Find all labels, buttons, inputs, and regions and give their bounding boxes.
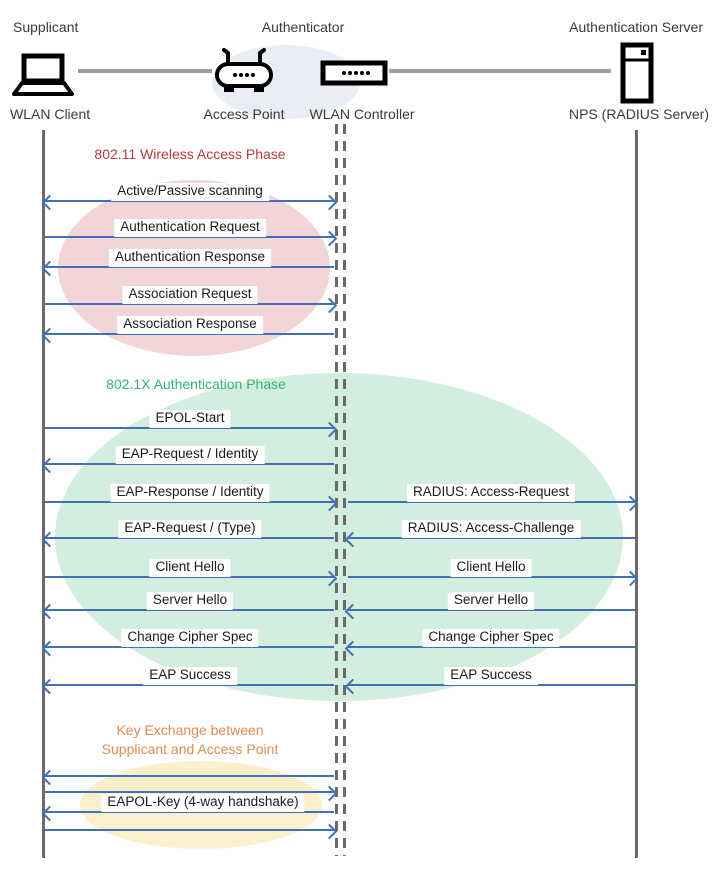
message-arrow (45, 646, 334, 648)
message-arrow (45, 537, 334, 539)
phase1-title: 802.11 Wireless Access Phase (94, 146, 286, 162)
role-authenticator: Authenticator (261, 19, 345, 35)
handshake-arrow (45, 829, 334, 831)
device-wlan-client: WLAN Client (10, 106, 91, 122)
phase2-title: 802.1X Authentication Phase (106, 376, 286, 392)
message-label: Association Request (122, 286, 258, 304)
handshake-label: EAPOL-Key (4-way handshake) (101, 794, 305, 812)
lifeline-radius-server (635, 130, 638, 858)
phase3-title-line2: Supplicant and Access Point (101, 741, 279, 757)
message-arrow (348, 646, 635, 648)
connector-controller-server (389, 69, 611, 73)
message-label: RADIUS: Access-Challenge (401, 520, 581, 538)
laptop-icon (11, 53, 75, 104)
message-label: RADIUS: Access-Request (406, 484, 576, 502)
message-arrow (348, 576, 635, 578)
message-label: Active/Passive scanning (111, 183, 269, 201)
message-arrow (45, 303, 334, 305)
message-arrow (45, 463, 334, 465)
role-authentication-server: Authentication Server (569, 19, 703, 35)
message-arrow (45, 236, 334, 238)
message-arrow (45, 427, 334, 429)
role-supplicant: Supplicant (13, 19, 79, 35)
lifeline-wlan-controller-dashed-right (343, 124, 346, 856)
message-label: EAP Success (143, 667, 237, 685)
message-arrow (348, 684, 635, 686)
message-label: EAP-Request / Identity (115, 446, 265, 464)
message-label: Client Hello (149, 559, 231, 577)
message-label: Client Hello (450, 559, 532, 577)
message-label: Server Hello (146, 592, 234, 610)
message-arrow (348, 609, 635, 611)
lifeline-wlan-client (42, 130, 45, 858)
phase3-title-line1: Key Exchange between (116, 722, 264, 738)
device-nps-radius-server: NPS (RADIUS Server) (568, 106, 710, 122)
message-label: Change Cipher Spec (422, 629, 560, 647)
message-label: Change Cipher Spec (121, 629, 259, 647)
message-arrow (45, 501, 334, 503)
message-arrow (45, 684, 334, 686)
message-label: EPOL-Start (149, 410, 231, 428)
device-wlan-controller: WLAN Controller (309, 106, 415, 122)
message-label: Authentication Request (114, 219, 266, 237)
device-access-point: Access Point (203, 106, 285, 122)
message-arrow (45, 200, 334, 202)
handshake-arrow (45, 791, 334, 793)
message-label: EAP Success (444, 667, 538, 685)
message-label: Association Response (117, 316, 263, 334)
message-label: EAP-Response / Identity (110, 484, 270, 502)
message-arrow (45, 576, 334, 578)
connector-client-ap (78, 69, 212, 73)
wlan-controller-icon (320, 60, 388, 91)
message-label: Server Hello (447, 592, 535, 610)
message-label: EAP-Request / (Type) (118, 520, 262, 538)
message-label: Authentication Response (108, 249, 272, 267)
message-arrow (348, 501, 635, 503)
access-point-icon (214, 48, 274, 101)
handshake-arrow (45, 811, 334, 813)
message-arrow (45, 266, 334, 268)
handshake-arrow (45, 775, 334, 777)
lifeline-wlan-controller-dashed-left (335, 124, 338, 856)
server-icon (620, 42, 654, 109)
message-arrow (348, 537, 635, 539)
message-arrow (45, 333, 334, 335)
message-arrow (45, 609, 334, 611)
